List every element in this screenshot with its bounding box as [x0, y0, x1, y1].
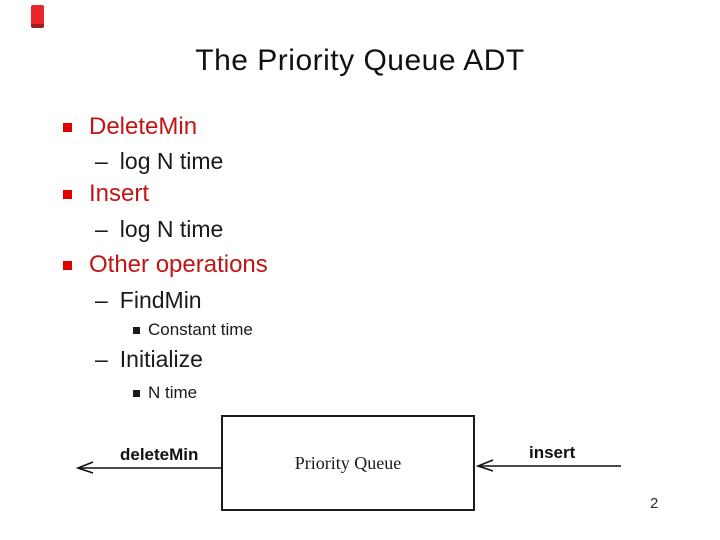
sub-bullet-item: – log N time	[95, 216, 223, 242]
sub-bullet-label: FindMin	[119, 286, 202, 313]
sub-bullet-square-icon	[133, 326, 140, 334]
slide-title: The Priority Queue ADT	[195, 44, 525, 77]
dash-marker-icon: –	[95, 215, 108, 242]
bullet-label: Insert	[89, 180, 150, 207]
bullet-item: Insert	[63, 180, 150, 207]
bullet-label: Other operations	[89, 251, 268, 278]
sub-bullet-square-icon	[133, 389, 140, 397]
sub-bullet-item: – log N time	[95, 148, 223, 174]
bullet-label: DeleteMin	[89, 113, 198, 140]
deletemin-arrow-label: deleteMin	[120, 445, 199, 464]
bullet-square-icon	[63, 122, 72, 132]
insert-arrow-label: insert	[529, 443, 576, 462]
priority-queue-box: Priority Queue	[221, 415, 475, 511]
sub-bullet-item: – FindMin	[95, 287, 202, 313]
sub-bullet-label: Initialize	[119, 345, 203, 372]
page-number: 2	[650, 495, 659, 512]
bullet-square-icon	[63, 189, 72, 199]
sub-bullet-label: log N time	[119, 215, 224, 242]
right-arrow-icon	[475, 459, 621, 472]
bullet-item: Other operations	[63, 251, 268, 278]
sub-sub-bullet-item: Constant time	[133, 320, 253, 340]
bullet-item: DeleteMin	[63, 113, 198, 140]
priority-queue-box-label: Priority Queue	[294, 452, 402, 473]
dash-marker-icon: –	[95, 147, 108, 174]
red-tab-icon	[31, 5, 44, 28]
sub-sub-bullet-item: N time	[133, 383, 197, 403]
dash-marker-icon: –	[95, 286, 108, 313]
sub-bullet-item: – Initialize	[95, 346, 203, 372]
sub-bullet-label: log N time	[119, 147, 224, 174]
dash-marker-icon: –	[95, 345, 108, 372]
bullet-square-icon	[63, 260, 72, 270]
sub-sub-bullet-label: Constant time	[148, 320, 253, 339]
left-arrow-icon	[75, 461, 221, 474]
sub-sub-bullet-label: N time	[148, 383, 198, 402]
